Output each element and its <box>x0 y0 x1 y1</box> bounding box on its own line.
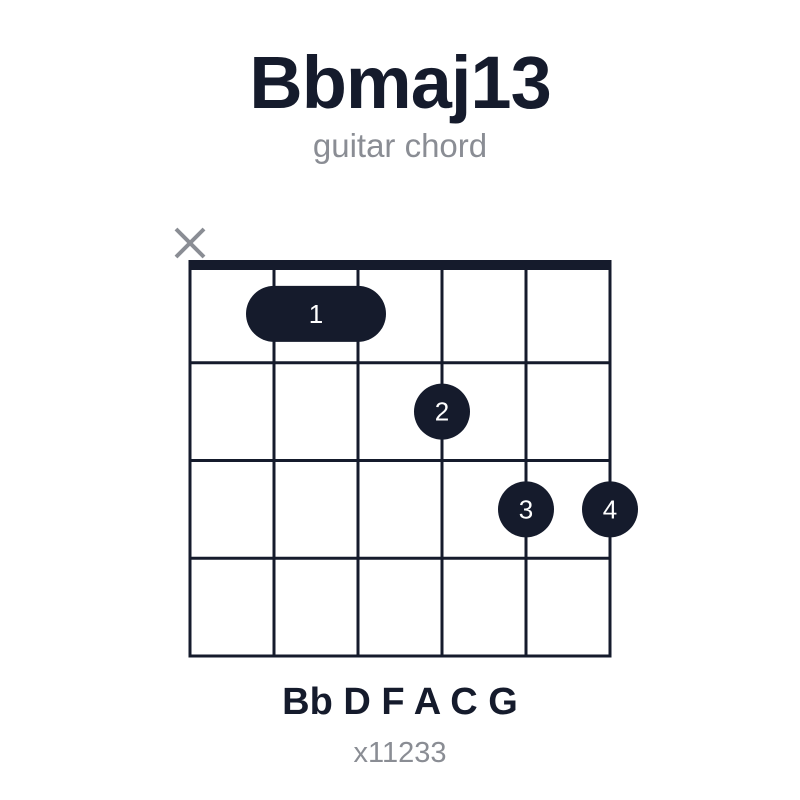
x-mark-icon <box>174 227 206 259</box>
finger-number: 3 <box>519 494 533 524</box>
chord-fingering: x11233 <box>353 737 447 769</box>
barre-marker <box>246 285 386 342</box>
finger-number: 4 <box>603 494 617 524</box>
chord-subtitle: guitar chord <box>312 127 488 164</box>
finger-number: 2 <box>435 397 449 427</box>
finger-dot <box>582 481 638 538</box>
finger-dot <box>498 481 554 538</box>
nut <box>188 260 612 270</box>
finger-dot <box>414 383 470 440</box>
chord-notes: Bb D F A C G <box>282 681 518 723</box>
chord-title: Bbmaj13 <box>249 41 551 124</box>
finger-number: 1 <box>309 299 323 329</box>
